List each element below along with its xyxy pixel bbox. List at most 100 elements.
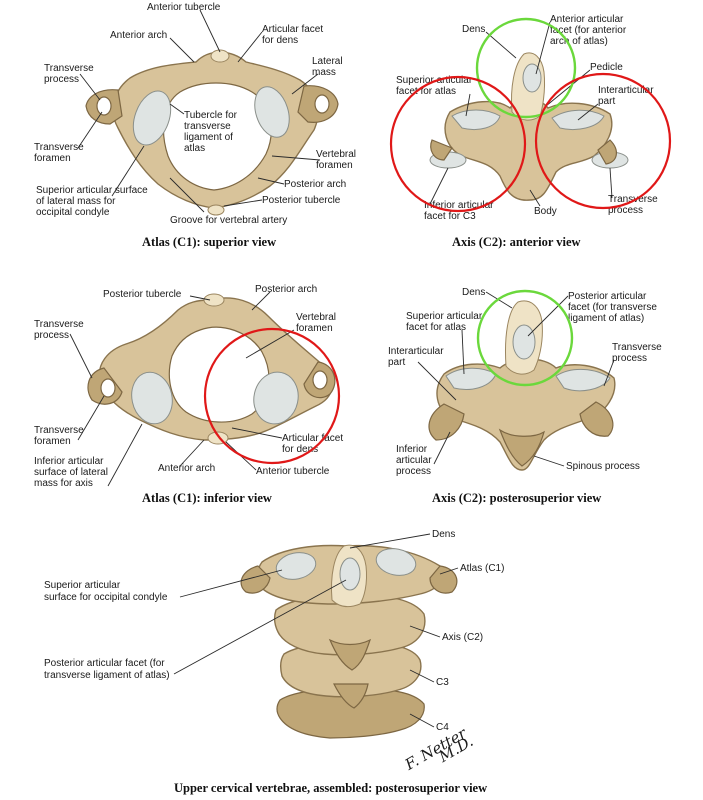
label-posterior-arch-i: Posterior arch xyxy=(255,284,317,295)
label-anterior-tubercle: Anterior tubercle xyxy=(147,2,221,13)
label-superior-facet-p-2: facet for atlas xyxy=(406,322,466,333)
axis-posterosuperior-drawing xyxy=(428,300,616,471)
atlas-inferior-labels: Posterior tubercle Posterior arch Verteb… xyxy=(34,284,343,505)
axis-posterosuperior-right-superior-facet xyxy=(555,369,611,392)
label-superior-surface-2: of lateral mass for xyxy=(36,196,116,207)
label-interarticular-p-2: part xyxy=(388,357,405,368)
label-superior-surface-1: Superior articular surface xyxy=(36,185,148,196)
assembled-c3-spinous xyxy=(333,683,369,709)
label-articular-facet-dens-i-1: Articular facet xyxy=(282,433,343,444)
label-tubercle-3: ligament of xyxy=(184,132,233,143)
assembled-c1-left-process xyxy=(240,565,271,594)
label-inferior-process-p-3: process xyxy=(396,466,431,477)
label-interarticular-a-2: part xyxy=(598,96,615,107)
label-posterior-facet-p-3: ligament of atlas) xyxy=(568,313,644,324)
highlight-red-left-lateral-anterior xyxy=(389,75,527,213)
label-anterior-arch: Anterior arch xyxy=(110,30,167,41)
label-vertebral-foramen-i-2: foramen xyxy=(296,323,333,334)
atlas-inferior-left-foramen xyxy=(100,378,116,398)
caption-assembled: Upper cervical vertebrae, assembled: pos… xyxy=(174,781,487,795)
label-transverse-foramen-i-2: foramen xyxy=(34,436,71,447)
atlas-inferior-vertebral-foramen xyxy=(168,326,270,423)
axis-posterosuperior-left-inferior-process xyxy=(428,403,465,441)
label-transverse-foramen-1: Transverse xyxy=(34,142,84,153)
label-transverse-process-i-1: Transverse xyxy=(34,319,84,330)
label-dens-p: Dens xyxy=(462,287,485,298)
label-groove: Groove for vertebral artery xyxy=(170,215,287,226)
label-c3-asm: C3 xyxy=(436,677,449,688)
axis-posterosuperior-labels: Dens Posterior articular facet (for tran… xyxy=(388,287,662,505)
atlas-superior-drawing xyxy=(85,49,339,216)
atlas-inferior-posterior-tubercle xyxy=(203,293,225,307)
label-transverse-process-p-1: Transverse xyxy=(612,342,662,353)
atlas-superior-leaders xyxy=(77,9,321,213)
label-superior-facet-p-1: Superior articular xyxy=(406,311,483,322)
atlas-superior-vertebral-foramen xyxy=(162,82,272,191)
label-vertebral-foramen-1: Vertebral xyxy=(316,149,356,160)
label-articular-facet-dens-i-2: for dens xyxy=(282,444,318,455)
axis-posterosuperior-spinous-process xyxy=(498,428,545,467)
label-posterior-tubercle-i: Posterior tubercle xyxy=(103,289,182,300)
label-inferior-process-p-2: articular xyxy=(396,455,432,466)
label-anterior-facet-1: Anterior articular xyxy=(550,14,624,25)
label-transverse-foramen-2: foramen xyxy=(34,153,71,164)
label-transverse-process-p-2: process xyxy=(612,353,647,364)
label-anterior-tubercle-i: Anterior tubercle xyxy=(256,466,330,477)
label-tubercle-1: Tubercle for xyxy=(184,110,238,121)
assembled-c1-right-process xyxy=(429,565,458,594)
atlas-superior-right-foramen xyxy=(314,94,330,114)
label-posterior-facet-p-2: facet (for transverse xyxy=(568,302,657,313)
axis-anterior-anterior-facet xyxy=(522,63,542,93)
label-transverse-process-a-2: process xyxy=(608,205,643,216)
atlas-superior-left-foramen xyxy=(96,96,112,116)
label-anterior-facet-3: arch of atlas) xyxy=(550,36,608,47)
label-inferior-process-p-1: Inferior xyxy=(396,444,428,455)
atlas-inferior-right-facet xyxy=(253,371,299,425)
label-inferior-surface-i-1: Inferior articular xyxy=(34,456,104,467)
label-c4-asm: C4 xyxy=(436,722,449,733)
label-superior-surface-asm-1: Superior articular xyxy=(44,580,121,591)
label-articular-facet-dens-2: for dens xyxy=(262,35,298,46)
label-transverse-process-i-2: process xyxy=(34,330,69,341)
atlas-superior-anterior-tubercle xyxy=(210,49,230,63)
label-anterior-arch-i: Anterior arch xyxy=(158,463,215,474)
assembled-left-superior-facet xyxy=(275,552,317,580)
atlas-inferior-drawing xyxy=(87,293,336,445)
assembled-c2-spinous xyxy=(328,638,372,671)
caption-atlas-superior: Atlas (C1): superior view xyxy=(142,235,276,249)
label-inferior-surface-i-3: mass for axis xyxy=(34,478,93,489)
caption-axis-posterosuperior: Axis (C2): posterosuperior view xyxy=(432,491,601,505)
label-superior-surface-asm-2: surface for occipital condyle xyxy=(44,592,168,603)
label-atlas-asm: Atlas (C1) xyxy=(460,563,504,574)
caption-atlas-inferior: Atlas (C1): inferior view xyxy=(142,491,272,505)
label-superior-facet-a-2: facet for atlas xyxy=(396,86,456,97)
label-vertebral-foramen-i-1: Vertebral xyxy=(296,312,336,323)
label-transverse-process-2: process xyxy=(44,74,79,85)
label-spinous-process-p: Spinous process xyxy=(566,461,640,472)
axis-anterior-leaders xyxy=(429,21,613,207)
axis-anterior-right-transverse xyxy=(597,139,617,165)
label-dens-a: Dens xyxy=(462,24,485,35)
label-interarticular-p-1: Interarticular xyxy=(388,346,444,357)
label-posterior-facet-asm-1: Posterior articular facet (for xyxy=(44,658,165,669)
atlas-inferior-right-foramen xyxy=(312,370,328,390)
highlight-green-dens-posterosuperior xyxy=(476,289,574,387)
label-articular-facet-dens-1: Articular facet xyxy=(262,24,323,35)
label-vertebral-foramen-2: foramen xyxy=(316,160,353,171)
axis-posterosuperior-posterior-facet xyxy=(512,324,536,360)
axis-posterosuperior-right-inferior-process xyxy=(579,401,614,437)
label-inferior-surface-i-2: surface of lateral xyxy=(34,467,108,478)
caption-axis-anterior: Axis (C2): anterior view xyxy=(452,235,581,249)
assembled-posterior-facet xyxy=(339,557,361,591)
highlight-red-atlas-inferior xyxy=(203,327,341,465)
label-axis-asm: Axis (C2) xyxy=(442,632,483,643)
label-body-a: Body xyxy=(534,206,557,217)
label-superior-surface-3: occipital condyle xyxy=(36,207,110,218)
axis-posterosuperior-leaders xyxy=(417,291,615,467)
label-inferior-facet-a-2: facet for C3 xyxy=(424,211,476,222)
highlight-red-right-lateral-anterior xyxy=(534,72,672,210)
highlight-green-dens-anterior xyxy=(475,17,577,119)
label-posterior-tubercle: Posterior tubercle xyxy=(262,195,341,206)
